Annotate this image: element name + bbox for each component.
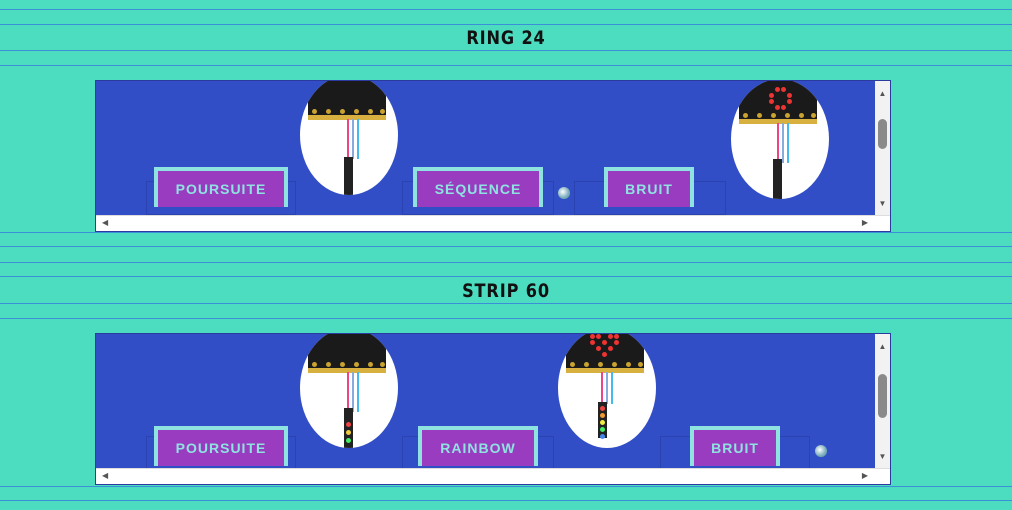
microbit-board [308,81,386,120]
globe-icon [815,445,827,457]
triangle-left-icon[interactable]: ◀ [102,471,109,480]
horizontal-scrollbar[interactable]: ◀ ▶ [96,215,890,231]
poursuite-button[interactable]: POURSUITE [154,167,288,207]
led-strip [344,408,353,448]
divider-line [0,500,1012,501]
scrollbar-thumb[interactable] [878,374,887,418]
microbit-ring-image [731,81,829,199]
divider-line [0,65,1012,66]
microbit-board [739,81,817,124]
bruit-button[interactable]: BRUIT [690,426,780,466]
microbit-board [566,334,644,373]
divider-line [0,303,1012,304]
horizontal-scrollbar[interactable]: ◀ ▶ [96,468,890,484]
section-title-strip: STRIP 60 [462,280,550,302]
scrollbar-thumb[interactable] [878,119,887,149]
triangle-up-icon[interactable]: ▲ [878,89,887,98]
rainbow-button[interactable]: RAINBOW [418,426,538,466]
microbit-board [308,334,386,373]
divider-line [0,9,1012,10]
divider-line [0,486,1012,487]
triangle-left-icon[interactable]: ◀ [102,218,109,227]
section-title-ring: RING 24 [466,27,546,49]
divider-line [0,262,1012,263]
divider-line [0,276,1012,277]
microbit-strip-image [300,334,398,448]
ring-panel[interactable]: POURSUITE SÉQUENCE BRUIT ▲ ▼ ◀ ▶ [95,80,891,232]
vertical-scrollbar[interactable]: ▲ ▼ [875,81,890,216]
vertical-scrollbar[interactable]: ▲ ▼ [875,334,890,469]
divider-line [0,318,1012,319]
sequence-button[interactable]: SÉQUENCE [413,167,543,207]
triangle-down-icon[interactable]: ▼ [878,452,887,461]
microbit-strip-image [558,334,656,448]
poursuite-button[interactable]: POURSUITE [154,426,288,466]
triangle-down-icon[interactable]: ▼ [878,199,887,208]
triangle-right-icon[interactable]: ▶ [861,218,868,227]
divider-line [0,24,1012,25]
triangle-up-icon[interactable]: ▲ [878,342,887,351]
led-strip [598,402,607,439]
triangle-right-icon[interactable]: ▶ [861,471,868,480]
led-strip [773,159,782,199]
strip-panel[interactable]: POURSUITE RAINBOW BRUIT ▲ ▼ ◀ ▶ [95,333,891,485]
divider-line [0,246,1012,247]
divider-line [0,232,1012,233]
microbit-ring-image [300,81,398,195]
globe-icon [558,187,570,199]
led-strip [344,157,353,195]
divider-line [0,50,1012,51]
bruit-button[interactable]: BRUIT [604,167,694,207]
